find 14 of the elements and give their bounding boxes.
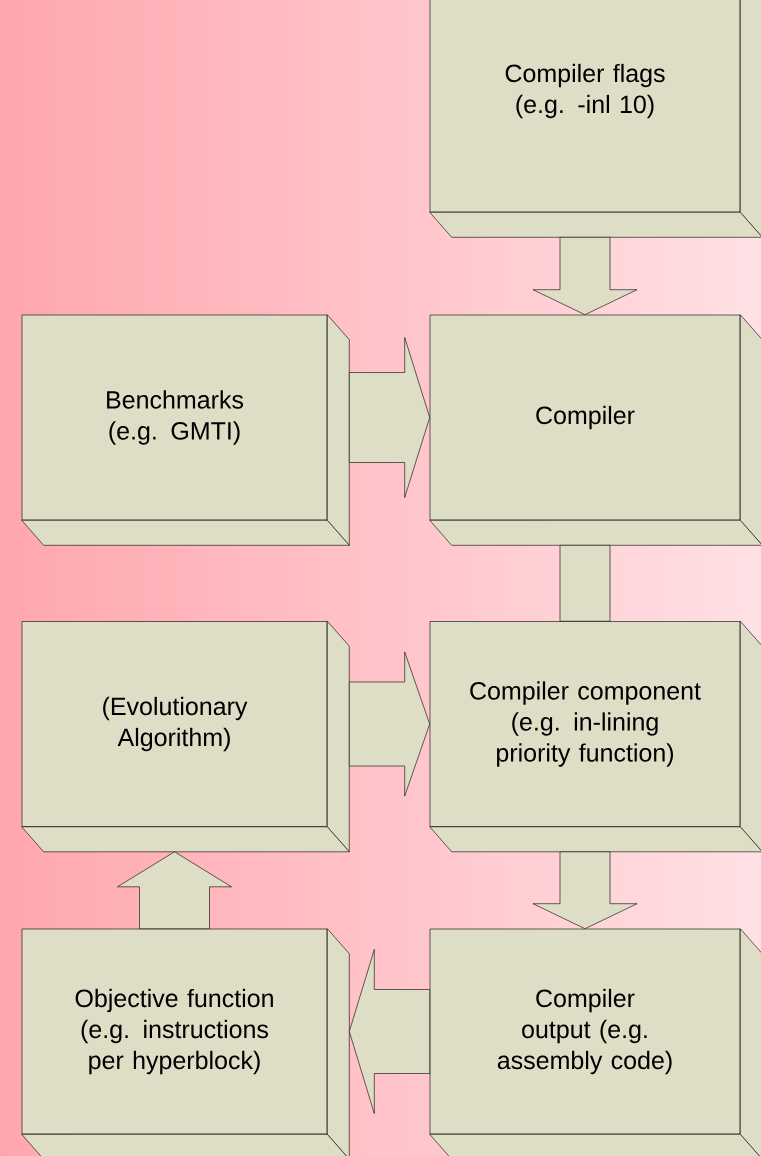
process-box: Compiler flags (e.g. -inl 10) (429, 0, 761, 238)
process-box: Benchmarks (e.g. GMTI) (21, 314, 350, 546)
process-box: Compiler output (e.g. assembly code) (429, 928, 761, 1156)
block-arrow (559, 545, 611, 622)
block-arrow (349, 651, 430, 797)
block-arrow (532, 851, 638, 929)
block-arrow (349, 949, 430, 1114)
block-arrow (349, 337, 430, 498)
process-box: Objective function (e.g. instructions per hyperblock) (21, 928, 350, 1156)
block-arrow (117, 851, 232, 929)
process-box: Compiler (429, 314, 761, 546)
process-box: Compiler component (e.g. in-lining priority function) (429, 620, 761, 853)
block-arrow (532, 237, 638, 315)
process-box: (Evolutionary Algorithm) (21, 620, 350, 853)
